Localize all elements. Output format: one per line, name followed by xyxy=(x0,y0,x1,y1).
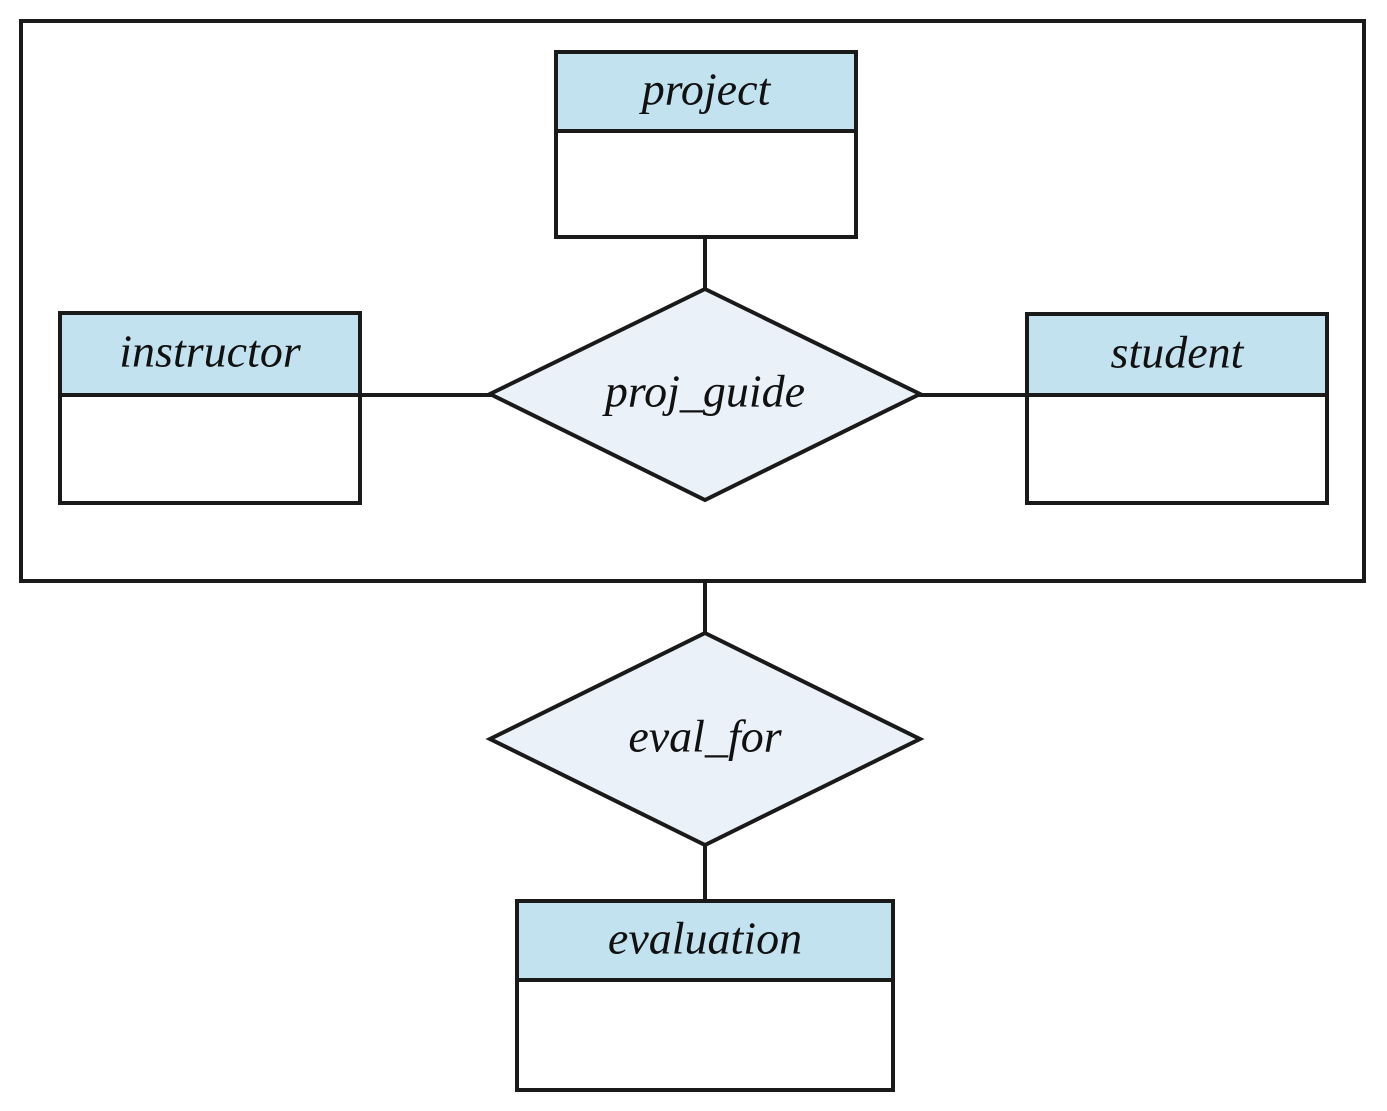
relationship-eval-for-diamond xyxy=(485,630,925,848)
entity-evaluation-outline xyxy=(515,899,895,1092)
relationship-eval-for-label: eval_for xyxy=(628,711,782,762)
entity-student-header-fill xyxy=(1029,316,1325,393)
edge-layer xyxy=(360,237,1027,901)
entity-instructor-label: instructor xyxy=(119,326,302,377)
entity-instructor-outline xyxy=(58,311,362,505)
relationship-proj-guide[interactable]: proj_guide xyxy=(485,286,925,503)
relationship-proj-guide-diamond xyxy=(485,286,925,503)
entity-evaluation-header-fill xyxy=(519,903,891,980)
entity-project-header-fill xyxy=(558,54,854,131)
entity-student-label: student xyxy=(1111,327,1245,378)
entity-student-outline xyxy=(1025,312,1329,505)
entity-instructor[interactable]: instructor xyxy=(58,311,362,505)
entity-student[interactable]: student xyxy=(1025,312,1329,505)
entity-evaluation[interactable]: evaluation xyxy=(515,899,895,1092)
entity-evaluation-label: evaluation xyxy=(608,913,802,964)
entity-project-outline xyxy=(554,50,858,239)
entity-project[interactable]: project xyxy=(554,50,858,239)
aggregation-box[interactable] xyxy=(19,19,1366,583)
relationship-proj-guide-label: proj_guide xyxy=(602,366,805,417)
relationship-eval-for[interactable]: eval_for xyxy=(485,630,925,848)
entity-project-label: project xyxy=(639,64,772,115)
entity-instructor-header-fill xyxy=(62,315,358,393)
